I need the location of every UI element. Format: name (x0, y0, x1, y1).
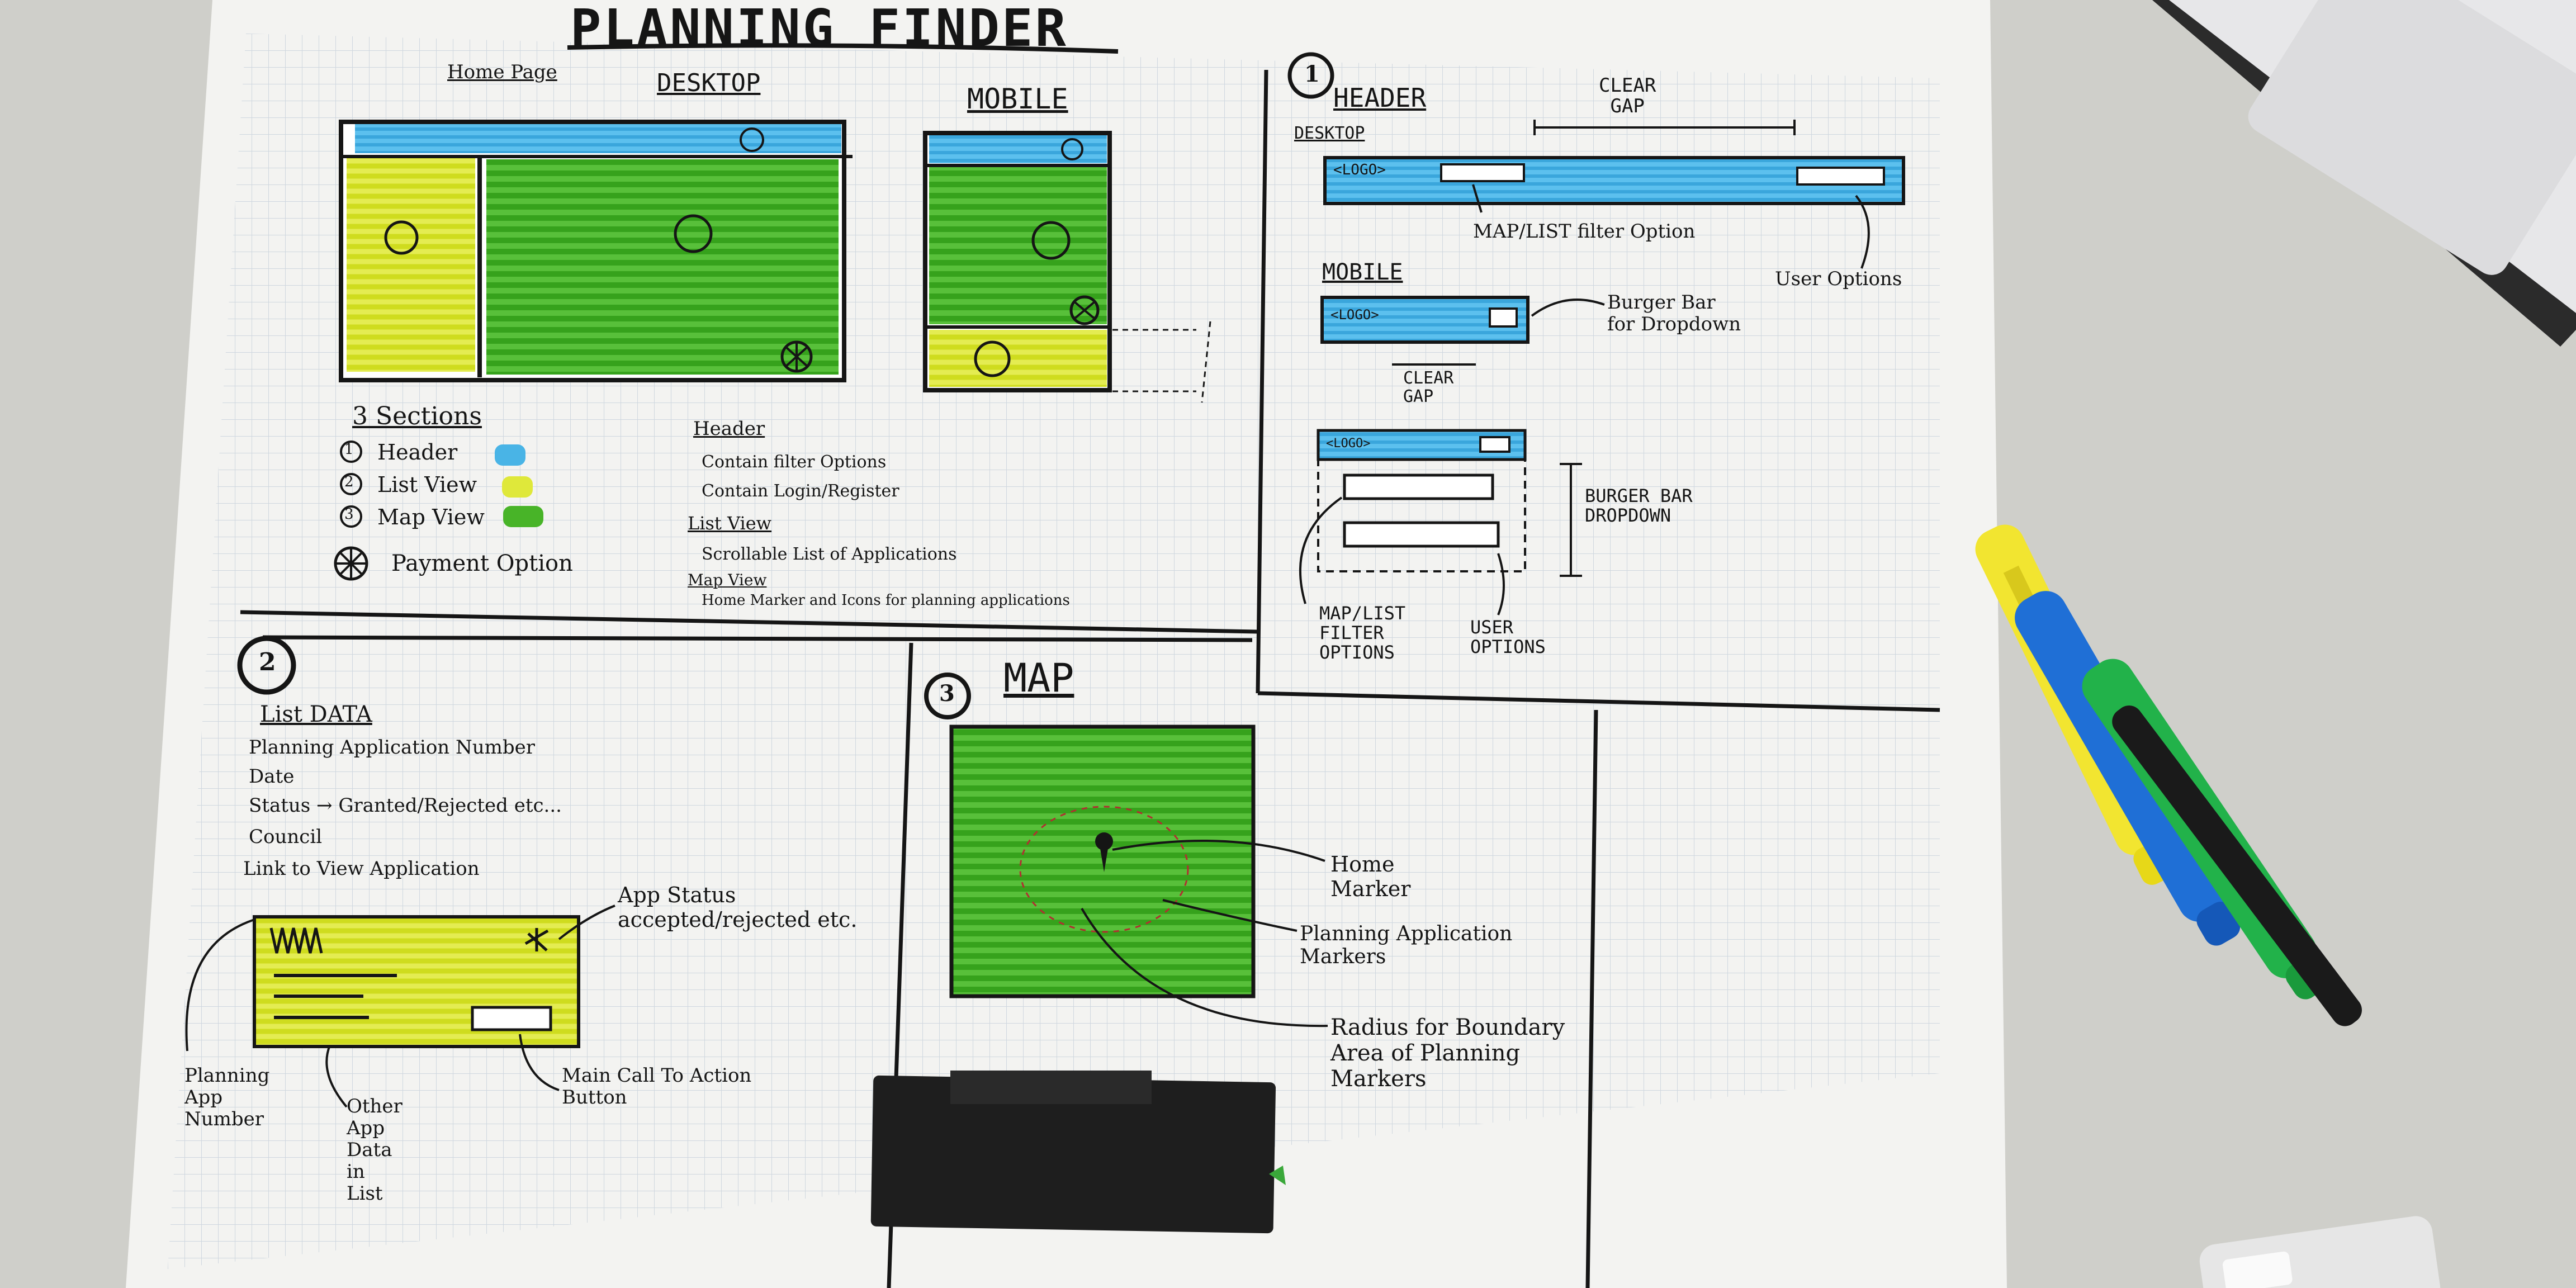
section-1-number: 1 (1304, 61, 1320, 87)
list-card-wireframe (185, 636, 615, 1108)
legend-number-3: 3 (344, 506, 354, 523)
list-item-4: Council (249, 826, 323, 848)
notes-map-item-1: Home Marker and Icons for planning appli… (702, 592, 1070, 609)
notes-list-item-1: Scrollable List of Applications (702, 544, 957, 564)
radius-label: Radius for Boundary Area of Planning Mar… (1330, 1015, 1565, 1092)
sections-title: 3 Sections (352, 402, 482, 430)
mobile-label: MOBILE (967, 83, 1068, 115)
notes-header-item-2: Contain Login/Register (702, 481, 899, 501)
header-section-title: HEADER (1333, 83, 1427, 113)
user-options-label: User Options (1775, 268, 1902, 290)
home-marker-label: Home Marker (1330, 852, 1411, 901)
other-app-data-label: Other App Data in List (347, 1095, 402, 1205)
legend-swatches (334, 441, 543, 581)
mobile-logo-placeholder: <LOGO> (1330, 307, 1379, 323)
map-list-filter-label: MAP/LIST filter Option (1473, 220, 1696, 243)
mobile-clear-gap: CLEAR GAP (1403, 368, 1454, 406)
user-options-caps-label: USER OPTIONS (1470, 617, 1546, 658)
notes-map-title: Map View (688, 571, 767, 589)
burger-dropdown-label: BURGER BAR DROPDOWN (1585, 485, 1693, 527)
home-page-label: Home Page (447, 61, 557, 83)
planning-app-number-label: Planning App Number (184, 1064, 270, 1131)
header-mobile-label: MOBILE (1322, 259, 1403, 285)
section-2-number: 2 (259, 648, 276, 676)
mobile-wireframe (923, 131, 1211, 403)
list-data-title: List DATA (260, 702, 372, 727)
legend-header: Header (377, 440, 458, 465)
list-item-3: Status → Granted/Rejected etc... (249, 794, 562, 817)
pen-blue (2015, 591, 2241, 946)
map-list-filter-options-label: MAP/LIST FILTER OPTIONS (1319, 603, 1406, 664)
desktop-logo-placeholder: <LOGO> (1333, 162, 1386, 178)
section-3-number: 3 (939, 680, 955, 707)
header-desktop-label: DESKTOP (1294, 124, 1365, 143)
burger-bar-label: Burger Bar for Dropdown (1607, 291, 1741, 336)
laptop (2152, 0, 2576, 347)
pen-black (2112, 705, 2362, 1026)
desktop-wireframe (339, 120, 853, 382)
header-wireframes (1287, 52, 1905, 615)
blacked-out-sticker (870, 1071, 1286, 1234)
notes-list-title: List View (688, 513, 772, 534)
notes-header-item-1: Contain filter Options (702, 452, 887, 472)
dropdown-logo-placeholder: <LOGO> (1326, 437, 1371, 451)
notes-header-title: Header (693, 418, 765, 440)
list-item-2: Date (249, 765, 295, 788)
app-status-label: App Status accepted/rejected etc. (618, 883, 858, 932)
desktop-label: DESKTOP (657, 69, 761, 97)
map-section-title: MAP (1003, 655, 1074, 701)
map-wireframe (924, 673, 1328, 1027)
main-cta-label: Main Call To Action Button (562, 1064, 752, 1109)
sheet-title: PLANNING FINDER (570, 0, 1068, 58)
list-item-5: Link to View Application (243, 858, 480, 880)
planning-markers-label: Planning Application Markers (1300, 922, 1513, 969)
legend-map-view: Map View (377, 505, 485, 529)
desktop-clear-gap: CLEAR GAP (1599, 74, 1656, 118)
legend-number-1: 1 (344, 441, 354, 458)
payment-option-label: Payment Option (391, 551, 573, 576)
keyboard-corner (2199, 1216, 2441, 1288)
legend-list-view: List View (377, 472, 477, 497)
legend-number-2: 2 (344, 473, 354, 490)
list-item-1: Planning Application Number (249, 736, 536, 759)
